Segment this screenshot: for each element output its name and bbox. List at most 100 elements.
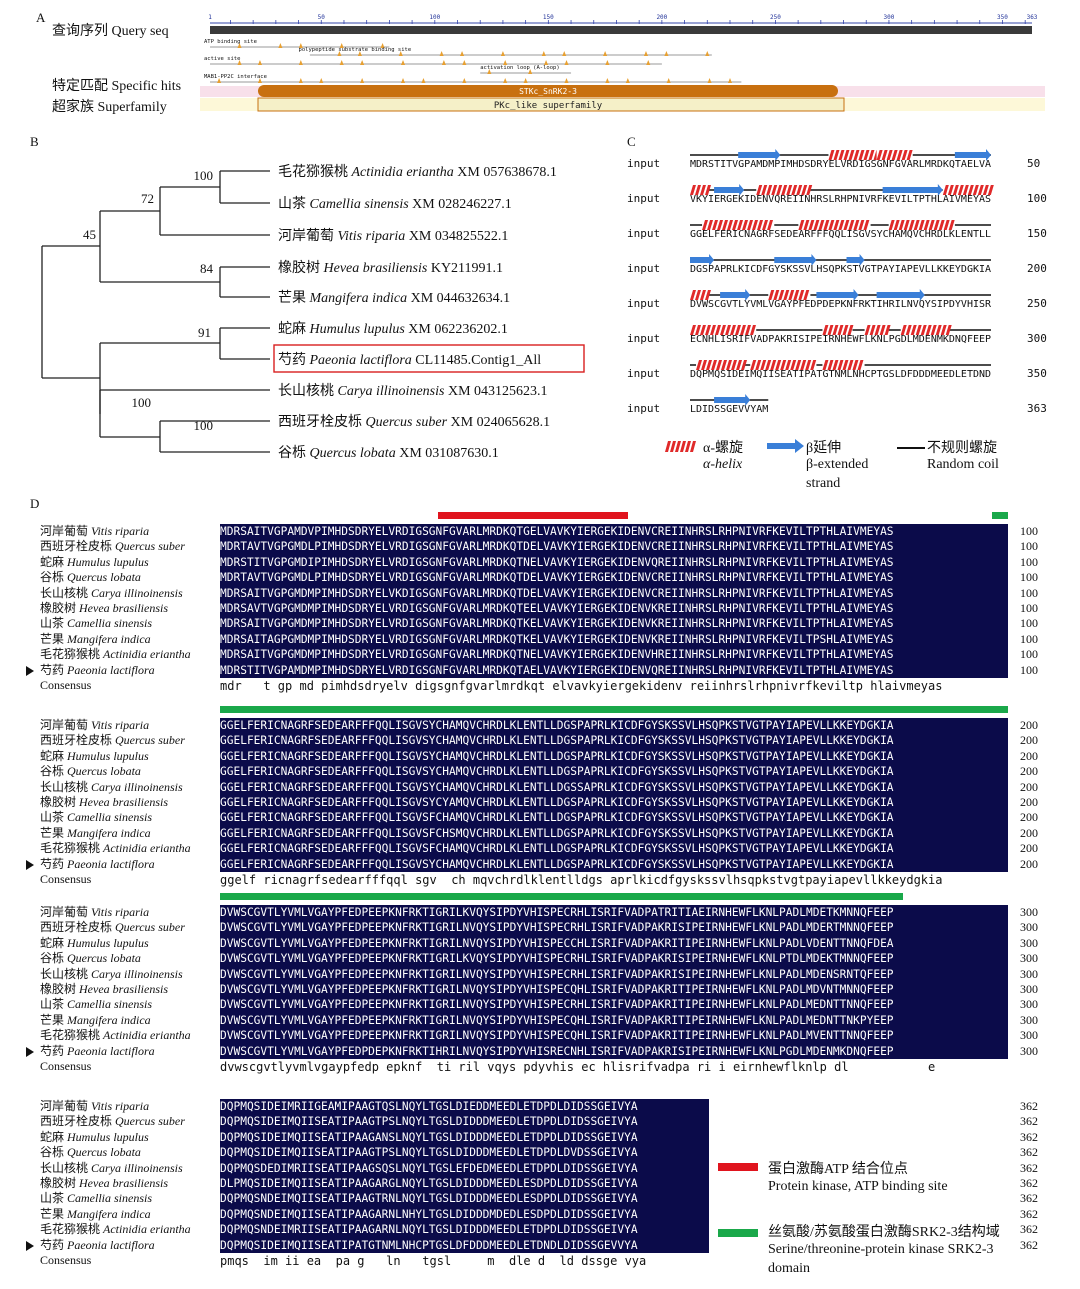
legend-atp-en: Protein kinase, ATP binding site xyxy=(768,1179,948,1194)
legend-helix-icon xyxy=(665,441,696,452)
alpha-helix xyxy=(695,185,701,195)
alpha-helix xyxy=(711,360,718,370)
site-marker xyxy=(544,60,549,65)
alignment-position: 300 xyxy=(1020,1012,1038,1027)
alpha-helix xyxy=(690,290,696,300)
alpha-helix xyxy=(707,220,714,230)
alpha-helix xyxy=(827,325,834,335)
alpha-helix xyxy=(900,325,907,335)
legend-strand-en2: strand xyxy=(806,476,841,491)
site-marker xyxy=(319,78,324,83)
taxon-cn: 芍药 xyxy=(278,352,310,368)
species-label: 谷栎 Quercus lobata xyxy=(40,1145,141,1160)
species-latin: Carya illinoinensis xyxy=(91,1160,183,1175)
alignment-position: 300 xyxy=(1020,920,1038,935)
species-latin: Actinidia eriantha xyxy=(103,841,191,856)
aligned-sequence: MDRSTITVGPGMDIPIMHDSDRYELVRDIGSGNFGVARLM… xyxy=(220,554,1008,571)
alpha-helix xyxy=(742,220,749,230)
ss-track xyxy=(690,394,769,406)
species-latin: Quercus lobata xyxy=(67,951,141,966)
consensus-label: Consensus xyxy=(40,1253,92,1267)
species-cn: 河岸葡萄 xyxy=(40,1099,92,1113)
taxon-latin: Vitis riparia xyxy=(338,229,406,244)
alignment-position: 362 xyxy=(1020,1160,1038,1175)
species-latin: Vitis riparia xyxy=(91,524,150,538)
srk-domain-bar xyxy=(220,706,1008,713)
panel-letter-b: B xyxy=(30,134,39,149)
alpha-helix xyxy=(800,360,807,370)
ss-row-label: input xyxy=(627,402,661,415)
ss-position: 350 xyxy=(1027,367,1047,380)
species-label: 橡胶树 Hevea brasiliensis xyxy=(40,982,168,997)
species-label: 芒果 Mangifera indica xyxy=(40,632,151,647)
site-marker xyxy=(357,51,362,56)
beta-strand xyxy=(882,184,943,196)
legend-srk-en2: domain xyxy=(768,1261,810,1276)
legend-srk-swatch xyxy=(718,1229,758,1237)
alpha-helix xyxy=(716,360,723,370)
alpha-helix xyxy=(761,185,768,195)
alpha-helix xyxy=(891,150,898,160)
specific-hit-bar xyxy=(258,85,838,97)
aligned-sequence: DVWSCGVTLYVMLVGAYPFEDPEEPKNFRKTIGRILNVQY… xyxy=(220,935,1008,952)
species-label: 芒果 Mangifera indica xyxy=(40,1013,151,1028)
panel-letter-a: A xyxy=(36,10,46,25)
alpha-helix xyxy=(827,360,834,370)
species-latin: Mangifera indica xyxy=(67,1012,151,1027)
species-latin: Paeonia lactiflora xyxy=(67,662,155,677)
species-cn: 毛花猕猴桃 xyxy=(40,1222,104,1237)
taxon-label: 河岸葡萄 Vitis riparia XM 034825522.1 xyxy=(278,228,508,244)
alpha-helix xyxy=(863,150,870,160)
alpha-helix xyxy=(925,325,932,335)
alpha-helix xyxy=(710,325,716,335)
helix-bg xyxy=(822,325,853,335)
aligned-sequence: GGELFERICNAGRFSEDEARFFFQQLISGVSYCHAMQVCH… xyxy=(220,748,1008,765)
alpha-helix xyxy=(767,220,774,230)
species-cn: 毛花猕猴桃 xyxy=(40,1028,104,1043)
alpha-helix xyxy=(930,325,937,335)
taxon-latin: Actinidia eriantha xyxy=(351,165,454,180)
species-latin: Hevea brasiliensis xyxy=(79,1176,169,1190)
alpha-helix xyxy=(940,325,947,335)
alpha-helix xyxy=(910,325,917,335)
alignment-position: 362 xyxy=(1020,1099,1038,1113)
alpha-helix xyxy=(780,360,787,370)
alpha-helix xyxy=(756,185,763,195)
taxon-latin: Carya illinoinensis xyxy=(338,384,446,399)
alpha-helix xyxy=(863,220,870,230)
species-latin: Mangifera indica xyxy=(67,1206,151,1221)
taxon-cn: 蛇麻 xyxy=(278,321,310,337)
species-latin: Quercus suber xyxy=(115,539,185,554)
alpha-helix xyxy=(858,220,865,230)
ruler-tick-label: 350 xyxy=(997,14,1008,21)
consensus-label: Consensus xyxy=(40,1059,92,1073)
species-latin: Humulus lupulus xyxy=(67,1129,149,1144)
alignment-position: 362 xyxy=(1020,1114,1038,1129)
alpha-helix xyxy=(790,360,797,370)
site-marker xyxy=(462,60,467,65)
species-cn: 西班牙栓皮栎 xyxy=(40,539,116,554)
beta-strand xyxy=(816,289,859,301)
alpha-helix xyxy=(731,360,738,370)
alignment-position: 100 xyxy=(1020,570,1038,585)
taxon-acc: XM 057638678.1 xyxy=(454,165,557,180)
alpha-helix xyxy=(805,360,812,370)
aligned-sequence: MDRSAITVGPAMDVPIMHDSDRYELVRDIGSGNFGVARLM… xyxy=(220,524,1008,540)
alignment-position: 200 xyxy=(1020,733,1038,748)
species-cn: 芒果 xyxy=(40,825,68,840)
taxon-acc: XM 031087630.1 xyxy=(396,446,499,461)
taxon-cn: 河岸葡萄 xyxy=(278,228,338,244)
taxon-label: 蛇麻 Humulus lupulus XM 062236202.1 xyxy=(278,321,508,337)
alpha-helix xyxy=(770,360,777,370)
alpha-helix xyxy=(801,185,808,195)
species-label: 橡胶树 Hevea brasiliensis xyxy=(40,601,168,616)
aligned-sequence: GGELFERICNAGRFSEDEARFFFQQLISGVSFCHAMQVCH… xyxy=(220,841,1008,857)
aligned-sequence: DQPMQSIDEIMQIISEATIPAAGANSLNQYLTGSLDIDDD… xyxy=(220,1129,709,1146)
superfamily-name: PKc_like superfamily xyxy=(494,101,603,111)
species-latin: Quercus lobata xyxy=(67,1145,141,1160)
legend-helix-cn: α-螺旋 xyxy=(703,441,743,456)
alpha-helix xyxy=(665,441,671,452)
alpha-helix xyxy=(920,325,927,335)
alpha-helix xyxy=(857,360,864,370)
